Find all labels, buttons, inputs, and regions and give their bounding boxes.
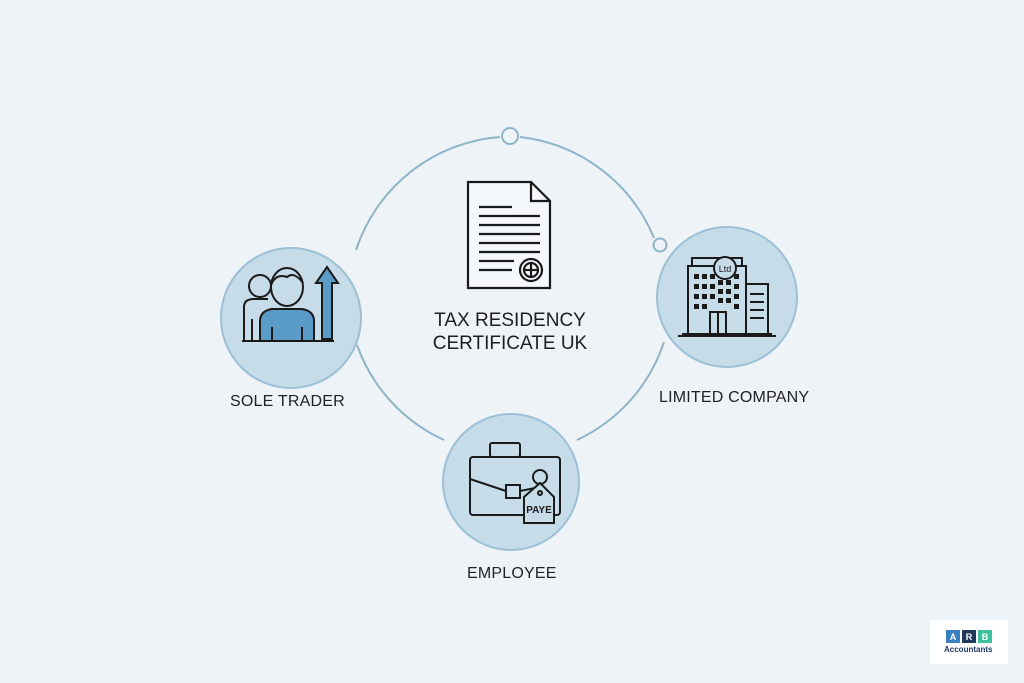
arb-accountants-logo: A R B Accountants <box>930 620 1008 664</box>
logo-wordmark: Accountants <box>944 645 993 654</box>
node-limited-company: Ltd <box>656 226 798 368</box>
logo-letter-b: B <box>978 630 992 643</box>
center-title-line1: TAX RESIDENCY <box>434 310 586 331</box>
label-sole-trader: SOLE TRADER <box>230 393 345 410</box>
center-title-line2: CERTIFICATE UK <box>432 333 588 354</box>
logo-letter-blocks: A R B <box>946 630 992 643</box>
logo-letter-a: A <box>946 630 960 643</box>
center-title: TAX RESIDENCY CERTIFICATE UK <box>400 309 620 355</box>
node-employee: PAYE <box>442 413 580 551</box>
node-sole-trader <box>220 247 362 389</box>
paye-tag-text: PAYE <box>526 505 552 516</box>
label-limited-company: LIMITED COMPANY <box>659 389 810 406</box>
certificate-document-icon <box>466 180 552 290</box>
person-growth-arrow-icon <box>242 265 340 342</box>
briefcase-paye-tag-icon: PAYE <box>469 442 561 524</box>
label-employee: EMPLOYEE <box>467 565 557 582</box>
logo-letter-r: R <box>962 630 976 643</box>
ltd-badge-text: Ltd <box>719 264 732 274</box>
office-building-ltd-icon: Ltd <box>678 256 776 337</box>
